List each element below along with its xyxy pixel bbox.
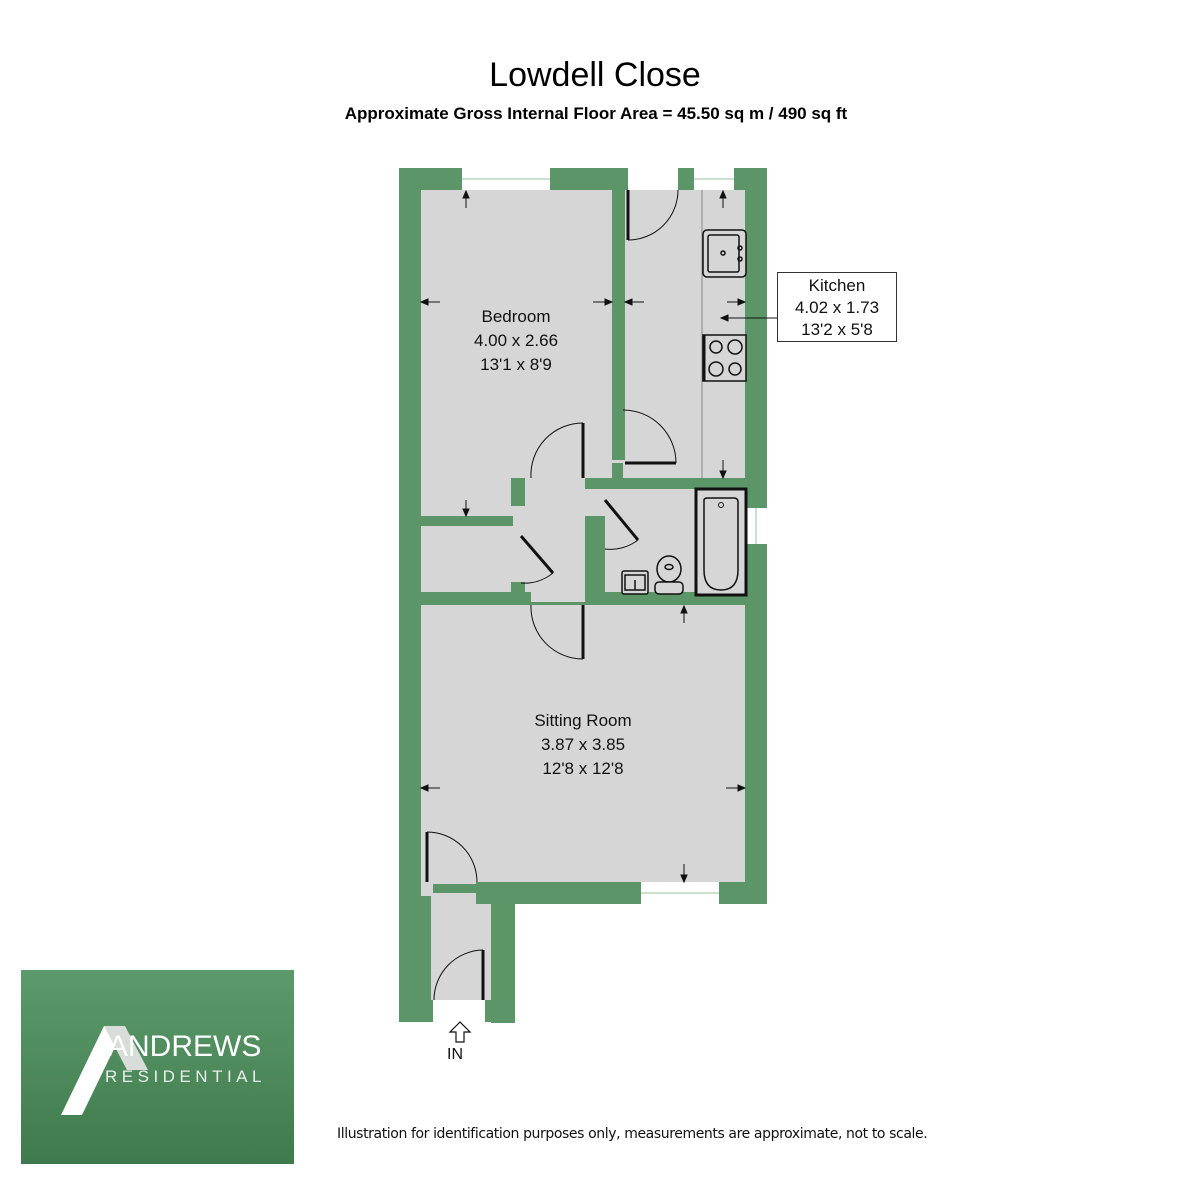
entrance-hall-floor (421, 880, 476, 884)
windows (462, 168, 767, 904)
svg-text:3.87 x 3.85: 3.87 x 3.85 (541, 735, 625, 754)
plan-title: Lowdell Close (489, 56, 701, 94)
arrow-up-icon (448, 1021, 472, 1043)
disclaimer: Illustration for identification purposes… (337, 1126, 928, 1142)
dimension-markers (419, 189, 777, 884)
kitchen-imperial: 13'2 x 5'8 (801, 320, 873, 339)
kitchen-label: Kitchen 4.02 x 1.73 13'2 x 5'8 (777, 272, 897, 342)
bedroom-label: Bedroom 4.00 x 2.66 13'1 x 8'9 (474, 307, 558, 374)
entrance-label: IN (447, 1046, 463, 1063)
company-logo: ANDREWS RESIDENTIAL (21, 970, 294, 1164)
toilet-icon (654, 555, 684, 595)
svg-text:13'1 x 8'9: 13'1 x 8'9 (480, 355, 552, 374)
bath-icon (694, 487, 748, 597)
kitchen-metric: 4.02 x 1.73 (794, 298, 880, 317)
roof-icon (61, 1026, 148, 1115)
svg-text:4.00 x 2.66: 4.00 x 2.66 (474, 331, 558, 350)
hob-icon (702, 334, 747, 382)
basin-icon (621, 570, 649, 595)
svg-text:Sitting Room: Sitting Room (534, 711, 631, 730)
floor-area-subtitle: Approximate Gross Internal Floor Area = … (344, 104, 848, 123)
svg-text:Bedroom: Bedroom (482, 307, 551, 326)
bedroom-floor (421, 190, 612, 516)
logo-sub: RESIDENTIAL (105, 1067, 266, 1086)
doors (425, 189, 679, 1001)
sitting-room-label: Sitting Room 3.87 x 3.85 12'8 x 12'8 (534, 711, 631, 778)
logo-name: ANDREWS (108, 1030, 262, 1063)
hallway-floor (523, 478, 585, 602)
kitchen-name: Kitchen (808, 276, 866, 295)
cupboard-floor (421, 526, 513, 592)
svg-text:12'8 x 12'8: 12'8 x 12'8 (542, 759, 623, 778)
sink-icon (702, 229, 747, 278)
